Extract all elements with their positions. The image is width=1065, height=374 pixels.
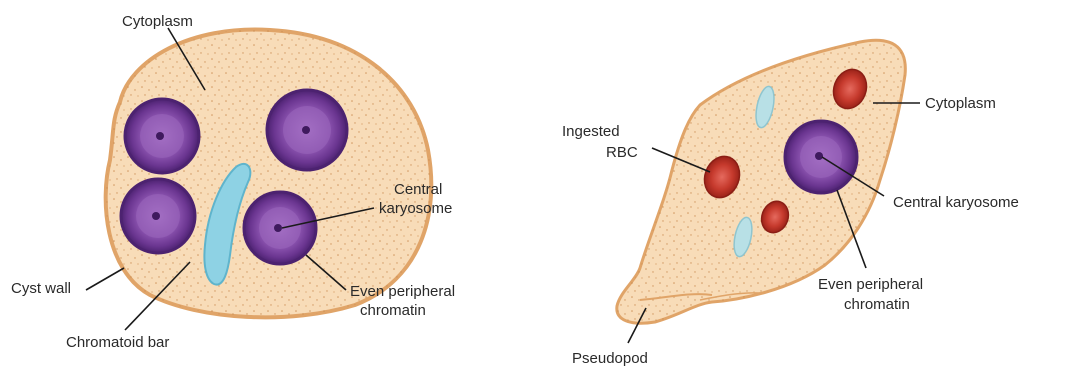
label-troph-cytoplasm: Cytoplasm bbox=[925, 95, 996, 112]
cyst-nucleus-bottom-right bbox=[244, 192, 316, 264]
label-cyst-central-karyosome-line2: karyosome bbox=[379, 200, 452, 217]
trophozoite: Cytoplasm Ingested RBC Central karyosome… bbox=[562, 40, 1019, 367]
label-cyst-even-peripheral-line1: Even peripheral bbox=[350, 283, 455, 300]
trophozoite-nucleus bbox=[785, 121, 857, 193]
label-pseudopod: Pseudopod bbox=[572, 350, 648, 367]
label-troph-even-peripheral-chromatin: Even peripheral chromatin bbox=[818, 276, 927, 313]
cyst-nucleus-bottom-left bbox=[121, 179, 195, 253]
label-ingested-rbc: Ingested RBC bbox=[562, 123, 638, 161]
label-ingested-rbc-line1: Ingested bbox=[562, 123, 620, 140]
cyst-nucleus-top-left bbox=[125, 99, 199, 173]
label-chromatoid-bar: Chromatoid bar bbox=[66, 334, 169, 351]
cyst-nucleus-top-right bbox=[267, 90, 347, 170]
label-cyst-wall: Cyst wall bbox=[11, 280, 71, 297]
label-cyst-central-karyosome-line1: Central bbox=[394, 181, 442, 198]
label-cyst-even-peripheral-line2: chromatin bbox=[360, 302, 426, 319]
label-cyst-cytoplasm: Cytoplasm bbox=[122, 13, 193, 30]
label-troph-even-peripheral-line2: chromatin bbox=[844, 296, 910, 313]
leader-cyst-wall bbox=[86, 268, 124, 290]
label-troph-even-peripheral-line1: Even peripheral bbox=[818, 276, 923, 293]
label-troph-central-karyosome: Central karyosome bbox=[893, 194, 1019, 211]
cyst: Cytoplasm Central karyosome Even periphe… bbox=[11, 13, 459, 351]
label-ingested-rbc-line2: RBC bbox=[606, 144, 638, 161]
